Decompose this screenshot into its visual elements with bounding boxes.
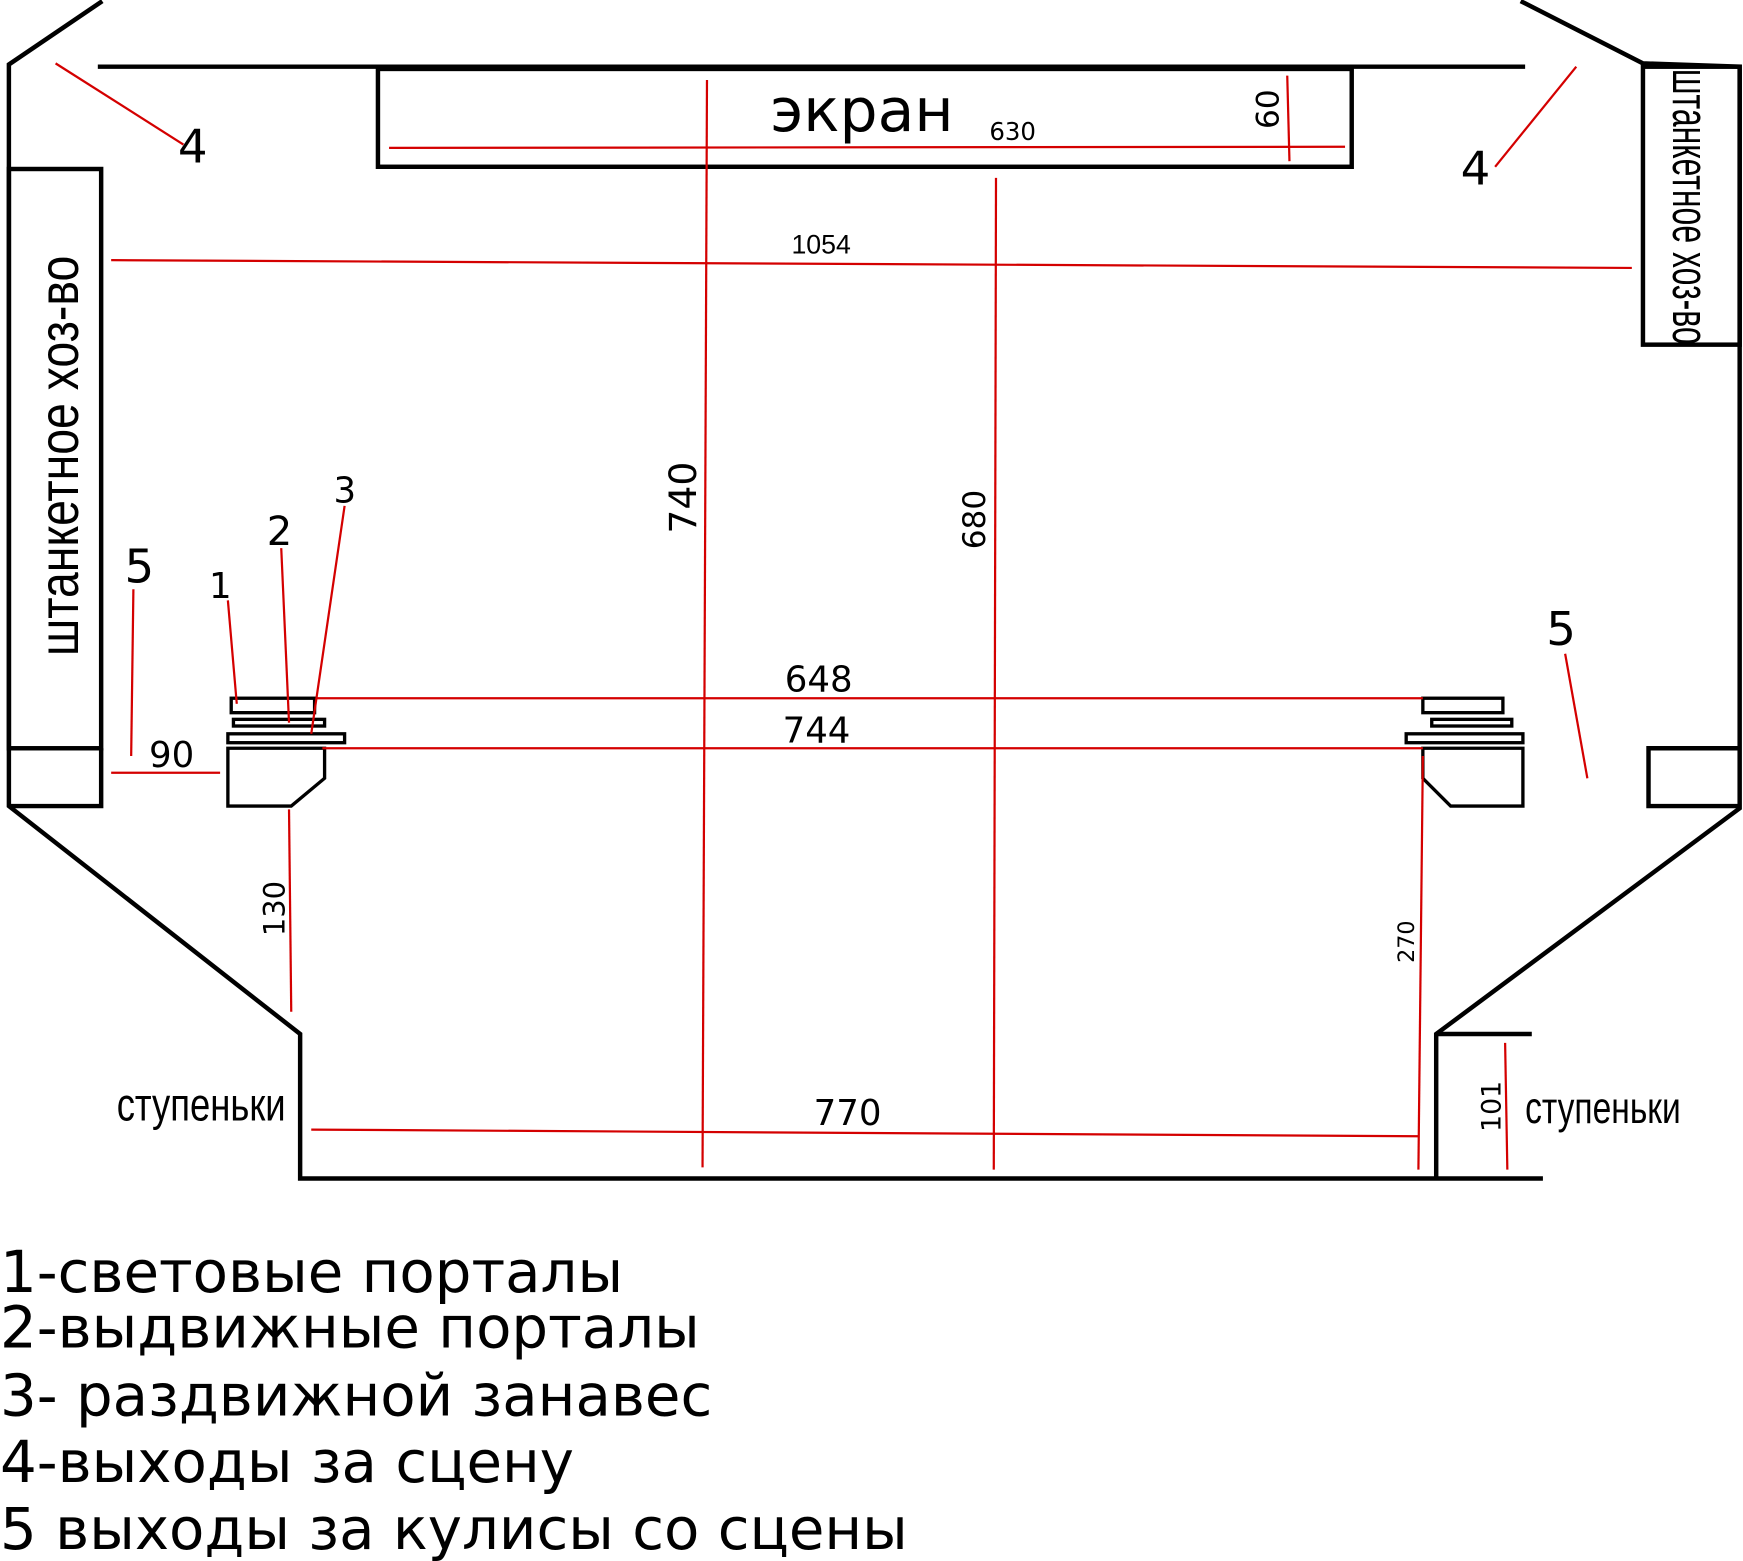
portal-left — [226, 696, 347, 808]
marker-1: 1 — [209, 566, 232, 607]
dim-side-gap: 90 — [149, 735, 194, 776]
walls — [6, 0, 1742, 1181]
screen-box — [375, 66, 1354, 169]
legend-item: 3- раздвижной занавес — [0, 1361, 712, 1429]
storage-right-box — [1640, 64, 1742, 347]
screen-label: экран — [770, 76, 953, 146]
portal-right — [1404, 696, 1525, 808]
legend-item: 1-световые порталы — [0, 1238, 623, 1306]
marker-5-left: 5 — [125, 541, 155, 595]
dim-screen-width: 630 — [989, 117, 1036, 146]
dim-portal-outer: 744 — [783, 711, 851, 752]
marker-2: 2 — [267, 509, 292, 555]
storage-left-box — [6, 166, 104, 751]
dim-front-width: 770 — [814, 1093, 882, 1134]
dimension-lines — [54, 62, 1632, 1170]
dim-depth-left: 740 — [661, 462, 705, 534]
marker-4-right: 4 — [1461, 143, 1491, 197]
dim-hall-width: 1054 — [791, 229, 850, 259]
steps-right-label: ступеньки — [1525, 1084, 1681, 1133]
marker-3: 3 — [333, 471, 356, 512]
dim-forestage-right: 270 — [1394, 920, 1420, 962]
legend-item: 5 выходы за кулисы со сцены — [0, 1495, 908, 1561]
legend: 1-световые порталы 2-выдвижные порталы 3… — [0, 1238, 908, 1561]
dim-depth-right: 680 — [957, 490, 993, 549]
storage-left-label: штанкетное хоз-во — [28, 256, 90, 656]
dim-forestage-left: 130 — [258, 881, 292, 936]
steps-left-label: ступеньки — [117, 1079, 286, 1131]
dim-portal-inner: 648 — [785, 660, 853, 701]
legend-item: 2-выдвижные порталы — [0, 1294, 700, 1362]
dim-steps-depth: 101 — [1477, 1081, 1508, 1132]
marker-5-right: 5 — [1546, 603, 1576, 657]
dim-screen-depth: 60 — [1250, 89, 1286, 129]
legend-item: 4-выходы за сцену — [0, 1428, 574, 1496]
marker-4-left: 4 — [178, 120, 208, 174]
storage-right-label: штанкетное хоз-во — [1662, 69, 1719, 345]
